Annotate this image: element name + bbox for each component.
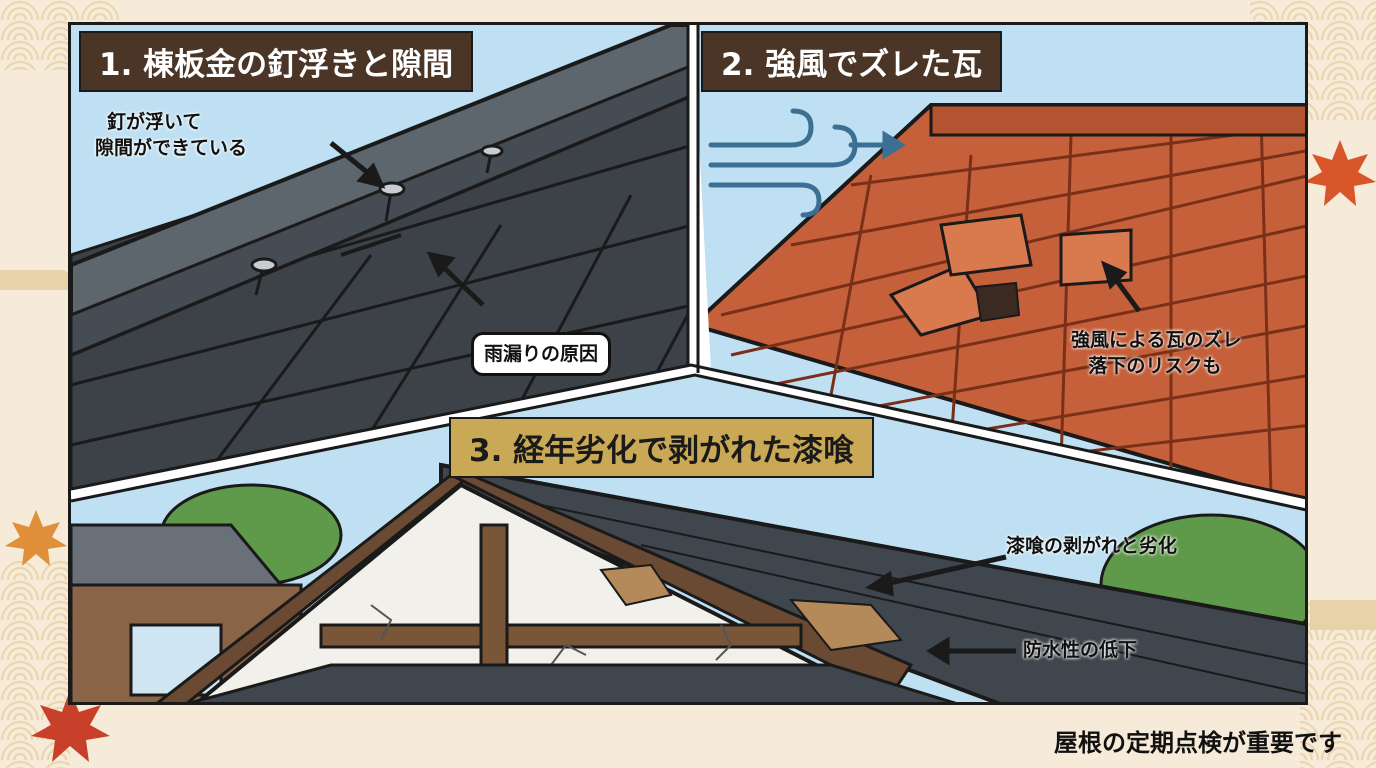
panel-ridge-metal-illustration	[71, 25, 1305, 702]
callout-tile-shift-line1: 強風による瓦のズレ	[1071, 329, 1242, 351]
callout-tile-shift: 強風による瓦のズレ 落下のリスクも	[1071, 327, 1241, 379]
illustration-frame: 1. 棟板金の釘浮きと隙間 2. 強風でズレた瓦 3. 経年劣化で剥がれた漆喰 …	[68, 22, 1308, 705]
maple-leaf-icon	[31, 690, 110, 762]
callout-nails-line1: 釘が浮いて	[107, 111, 202, 133]
callout-plaster: 漆喰の剥がれと劣化	[1006, 535, 1178, 557]
callout-nails-line2: 隙間ができている	[95, 137, 248, 159]
panel2-title: 2. 強風でズレた瓦	[701, 31, 1003, 92]
callout-leak: 雨漏りの原因	[471, 332, 612, 376]
panel1-title: 1. 棟板金の釘浮きと隙間	[79, 31, 474, 92]
panel3-title: 3. 経年劣化で剥がれた漆喰	[449, 417, 875, 478]
maple-leaf-icon	[5, 510, 67, 566]
wind-icon	[708, 108, 906, 218]
footer-message: 屋根の定期点検が重要です	[1054, 729, 1342, 757]
callout-nails: 釘が浮いて 隙間ができている	[95, 109, 247, 161]
callout-waterproof: 防水性の低下	[1023, 639, 1138, 661]
maple-leaf-icon	[1304, 140, 1376, 206]
callout-tile-shift-line2: 落下のリスクも	[1088, 355, 1222, 377]
